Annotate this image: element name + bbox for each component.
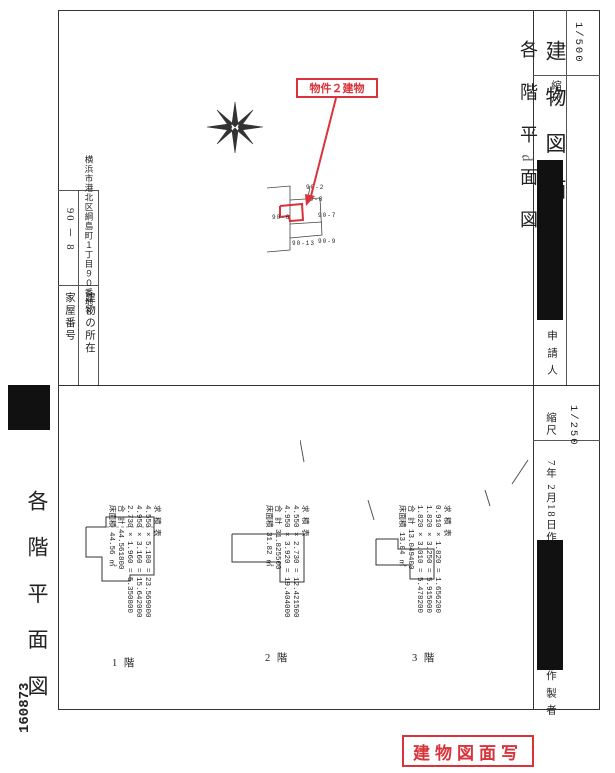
house-number-label: 家屋番号 xyxy=(64,292,75,342)
floor-2-calculation: 求 積 表 4.550 × 2.730 = 12.421500 4.950 × … xyxy=(263,505,308,665)
header-cell-top xyxy=(58,190,98,191)
lot-label-4: 90-13 xyxy=(292,240,316,247)
floor-1-heading: 求 積 表 xyxy=(152,505,160,537)
property-callout: 物件２建物 xyxy=(296,78,378,98)
floor-1-plan xyxy=(85,516,155,582)
scale-top-line xyxy=(533,75,600,76)
floor-1-line-1: 4.550 × 5.180 = 23.569000 xyxy=(143,505,151,618)
floor-3-line-2: 1.820 × 3.250 = 5.915000 xyxy=(424,505,432,614)
floor-2-area-label: 床面積 xyxy=(264,505,272,528)
location-value: 横浜市港北区綱島町１丁目９０番地８ xyxy=(84,155,94,317)
floor-1-line-3: 2.730 × 1.960 = 5.350800 xyxy=(125,505,133,614)
floor-1-line-2: 4.950 × 3.160 = 15.642000 xyxy=(134,505,142,618)
floor-2-area: 31.82 ㎡ xyxy=(264,532,272,567)
right-column-line xyxy=(533,10,534,710)
floor-3-plan xyxy=(375,538,435,580)
floor-3-line-1: 0.910 × 1.820 = 1.656200 xyxy=(433,505,441,614)
header-cell-line-2 xyxy=(78,190,79,385)
redaction-block-left xyxy=(8,385,50,430)
lot-label-6: 90-2 xyxy=(306,184,325,191)
lot-label-3: 90-7 xyxy=(318,212,337,219)
floor-3-total: 合 計 13.049400 xyxy=(406,505,414,570)
floor-1-calculation: 求 積 表 4.550 × 5.180 = 23.569000 4.950 × … xyxy=(106,505,160,665)
compass-rose-icon xyxy=(206,101,264,154)
right-inner-line xyxy=(566,10,567,385)
floor-2-heading: 求 積 表 xyxy=(300,505,308,537)
applicant-label: 申 請 人 xyxy=(546,330,557,377)
floor-3-calculation: 求 積 表 0.910 × 1.820 = 1.656200 1.820 × 3… xyxy=(396,505,450,665)
scale-bottom-label: 縮尺 xyxy=(545,412,556,437)
site-plan xyxy=(266,185,323,253)
floor-3-area-label: 床面積 xyxy=(397,505,405,528)
callout-arrow-icon xyxy=(305,97,337,206)
floor-plans-title: 各 階 平 面 図 xyxy=(25,490,49,706)
scale-bottom-value: 1/250 xyxy=(567,405,579,447)
section-divider xyxy=(58,385,600,386)
floor-1-total: 合 計 44.561800 xyxy=(116,505,124,570)
floor-3-label: 3 階 xyxy=(412,653,437,664)
floor-2-line-2: 4.950 × 3.920 = 19.404000 xyxy=(282,505,290,618)
redaction-block-applicant xyxy=(537,160,563,320)
location-label: 建物の所在 xyxy=(84,292,95,355)
lot-label-2: 90-6 xyxy=(272,214,291,221)
header-cell-right xyxy=(98,190,99,385)
house-number-value: 90 － 8 xyxy=(64,208,75,252)
floor-1-area-label: 床面積 xyxy=(107,505,115,528)
redaction-block-maker xyxy=(537,540,563,670)
floor-3-heading: 求 積 表 xyxy=(442,505,450,537)
floor-2-line-1: 4.550 × 2.730 = 12.421500 xyxy=(291,505,299,618)
lot-label-5: 90-9 xyxy=(318,238,337,245)
floor-2-plan xyxy=(231,533,305,583)
lot-label-1: 90-8 xyxy=(305,196,324,203)
floor-3-area: 13.04 ㎡ xyxy=(397,532,405,567)
header-cell-line xyxy=(58,190,59,385)
scale-top-value: 1/500 xyxy=(572,22,584,64)
floor-3-line-3: 1.820 × 3.010 = 5.478200 xyxy=(415,505,423,614)
scale-top-label: 縮尺 xyxy=(550,80,561,105)
scale-bottom-line xyxy=(533,440,600,441)
floor-2-total: 合 計 31.825500 xyxy=(273,505,281,570)
maker-label: 作 製 者 xyxy=(545,670,556,717)
floor-plan-subtitle: 各 階 平 面 図 xyxy=(518,40,538,238)
floor-2-label: 2 階 xyxy=(265,653,290,664)
pencil-marks xyxy=(300,440,529,521)
header-cell-mid xyxy=(58,285,98,286)
drawing-date: 7年 2月18日作製 xyxy=(545,460,556,557)
floor-1-area: 44.56 ㎡ xyxy=(107,532,115,567)
copy-stamp: 建物図面写 xyxy=(402,735,534,767)
floor-1-label: 1 階 xyxy=(112,658,137,669)
